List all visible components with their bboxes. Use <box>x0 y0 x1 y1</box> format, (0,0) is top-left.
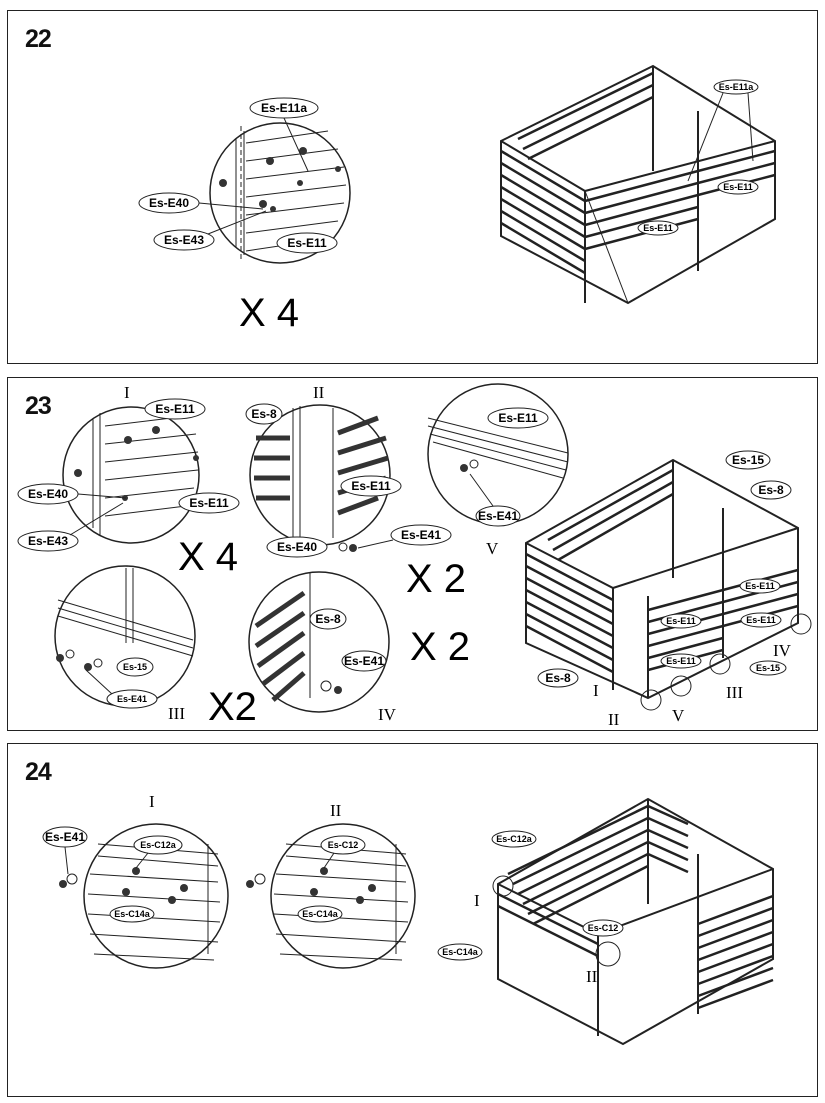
shed-label-es-e11-2: Es-E11 <box>717 179 759 195</box>
callout-es-e40: Es-E40 <box>138 192 264 214</box>
svg-text:Es-C12a: Es-C12a <box>496 834 533 844</box>
shed-illustration <box>497 797 774 1046</box>
svg-text:IV: IV <box>773 641 792 660</box>
svg-text:X 2: X 2 <box>406 557 466 601</box>
svg-text:Es-15: Es-15 <box>732 453 764 467</box>
svg-text:II: II <box>608 710 620 729</box>
svg-text:I: I <box>474 891 480 910</box>
svg-text:II: II <box>330 801 342 820</box>
svg-text:Es-E11: Es-E11 <box>498 411 538 425</box>
detail-I: I Es-E11 Es-E40 Es-E11 Es-E43 X 4 <box>17 383 240 579</box>
shed-labels: Es-C12a Es-C12 Es-C14a I II <box>437 830 624 986</box>
svg-text:Es-E41: Es-E41 <box>401 528 441 542</box>
svg-text:Es-E11a: Es-E11a <box>261 101 307 115</box>
step-23-panel: 23 I Es-E11 Es-E40 Es-E11 Es-E43 X 4 <box>7 377 818 731</box>
step-22-drawing: Es-E11a Es-E40 Es-E43 Es-E11 X 4 <box>138 64 776 335</box>
shed-labels: Es-15 Es-8 Es-E11 Es-E11 Es-E11 Es-E11 E… <box>537 450 812 729</box>
shed-label-es-e11-1: Es-E11 <box>637 220 679 236</box>
svg-text:Es-E11: Es-E11 <box>643 223 673 233</box>
callout-es-e11: Es-E11 <box>276 232 338 254</box>
svg-text:Es-C14a: Es-C14a <box>114 909 151 919</box>
svg-text:Es-E41: Es-E41 <box>45 830 85 844</box>
svg-text:Es-E11: Es-E11 <box>666 656 696 666</box>
svg-text:Es-E41: Es-E41 <box>117 694 147 704</box>
detail-II: II Es-8 Es-E11 Es-E40 Es-E41 X 2 <box>245 383 466 601</box>
svg-text:Es-C12: Es-C12 <box>588 923 619 933</box>
svg-text:Es-C12a: Es-C12a <box>140 840 177 850</box>
callout-es-e11a: Es-E11a <box>249 97 319 172</box>
svg-text:Es-8: Es-8 <box>545 671 571 685</box>
step-number: 22 <box>25 25 52 53</box>
detail-I: I Es-E41 Es-C12a Es-C14a <box>42 792 229 969</box>
svg-text:Es-C12: Es-C12 <box>328 840 359 850</box>
svg-text:X2: X2 <box>208 685 257 729</box>
svg-text:Es-E11: Es-E11 <box>189 496 229 510</box>
svg-text:X 4: X 4 <box>178 535 238 579</box>
detail-circle <box>209 122 351 264</box>
svg-text:Es-E11a: Es-E11a <box>719 82 755 92</box>
detail-II: II Es-C12 Es-C14a <box>246 801 416 969</box>
step-24-panel: 24 I Es-E41 Es-C12a Es-C14a <box>7 743 818 1097</box>
svg-text:Es-E11: Es-E11 <box>723 182 753 192</box>
step-number: 23 <box>25 392 52 420</box>
svg-text:Es-E11: Es-E11 <box>745 581 775 591</box>
callout-es-e43: Es-E43 <box>153 210 267 251</box>
detail-V: Es-E11 Es-E41 V <box>427 383 569 558</box>
svg-text:Es-8: Es-8 <box>315 612 341 626</box>
svg-text:I: I <box>124 383 130 402</box>
detail-IV: Es-8 Es-E41 IV X 2 <box>248 571 470 724</box>
shed-label-es-e11a: Es-E11a <box>687 79 759 182</box>
svg-text:V: V <box>486 539 499 558</box>
svg-text:Es-E40: Es-E40 <box>277 540 317 554</box>
detail-III: Es-15 Es-E41 III X2 <box>54 565 257 729</box>
svg-text:Es-E43: Es-E43 <box>28 534 68 548</box>
svg-text:II: II <box>313 383 325 402</box>
svg-text:III: III <box>168 704 185 723</box>
svg-text:Es-E40: Es-E40 <box>149 196 189 210</box>
step-24-drawing: I Es-E41 Es-C12a Es-C14a II <box>42 792 774 1046</box>
svg-text:Es-E11: Es-E11 <box>666 616 696 626</box>
svg-text:Es-E43: Es-E43 <box>164 233 204 247</box>
svg-text:I: I <box>149 792 155 811</box>
svg-text:Es-E11: Es-E11 <box>351 479 391 493</box>
svg-text:I: I <box>593 681 599 700</box>
step-23-drawing: I Es-E11 Es-E40 Es-E11 Es-E43 X 4 <box>17 383 812 729</box>
svg-text:Es-8: Es-8 <box>251 407 277 421</box>
svg-text:Es-E11: Es-E11 <box>287 236 327 250</box>
multiplier: X 4 <box>239 291 299 335</box>
svg-text:Es-E40: Es-E40 <box>28 487 68 501</box>
svg-text:Es-C14a: Es-C14a <box>442 947 479 957</box>
svg-text:X 2: X 2 <box>410 625 470 669</box>
svg-text:Es-C14a: Es-C14a <box>302 909 339 919</box>
svg-text:Es-E11: Es-E11 <box>155 402 195 416</box>
svg-text:V: V <box>672 706 685 725</box>
svg-text:IV: IV <box>378 705 397 724</box>
svg-text:Es-8: Es-8 <box>758 483 784 497</box>
svg-text:Es-15: Es-15 <box>756 663 780 673</box>
svg-text:Es-15: Es-15 <box>123 662 147 672</box>
svg-text:II: II <box>586 967 598 986</box>
step-number: 24 <box>25 758 52 786</box>
svg-text:Es-E41: Es-E41 <box>478 509 518 523</box>
svg-text:Es-E41: Es-E41 <box>344 654 384 668</box>
svg-text:III: III <box>726 683 743 702</box>
svg-text:Es-E11: Es-E11 <box>746 615 776 625</box>
step-22-panel: 22 Es-E11a Es-E40 <box>7 10 818 364</box>
